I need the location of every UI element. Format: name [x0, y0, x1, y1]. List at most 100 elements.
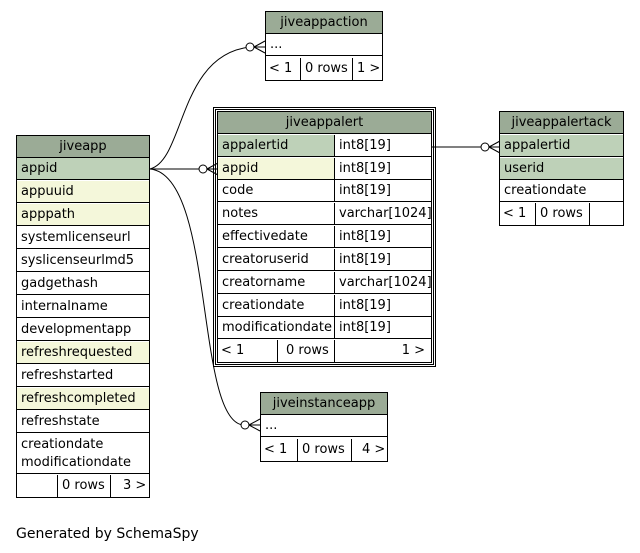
- column-name: ...: [265, 418, 278, 433]
- column-name: refreshcompleted: [21, 391, 136, 406]
- rel-marker-circle: [240, 420, 250, 430]
- column-row: code int8[19]: [218, 180, 431, 202]
- column-name: internalname: [21, 299, 108, 314]
- column-type: int8[19]: [334, 317, 431, 338]
- table-footer: < 1 0 rows 1 >: [266, 58, 382, 80]
- column-row: developmentapp: [17, 319, 149, 341]
- column-name: userid: [504, 161, 545, 176]
- rel-marker-circle: [245, 42, 255, 52]
- column-row: modificationdate int8[19]: [218, 317, 431, 339]
- column-name: appid: [21, 161, 58, 176]
- column-name: appuuid: [21, 184, 74, 199]
- footer-children: 3 >: [110, 475, 149, 497]
- column-row: creationdate: [17, 434, 149, 456]
- rel-jiveapp-jiveinstanceapp: [149, 168, 244, 426]
- footer-row-count: 0 rows: [300, 58, 352, 80]
- column-type: varchar[1024]: [334, 272, 432, 293]
- footer-children: [589, 203, 623, 225]
- column-row: creatoruserid int8[19]: [218, 249, 431, 271]
- column-type: int8[19]: [334, 226, 431, 247]
- column-row: appuuid: [17, 181, 149, 203]
- table-header[interactable]: jiveappalertack: [500, 112, 623, 134]
- footer-row-count: 0 rows: [57, 475, 110, 497]
- column-row: refreshstate: [17, 411, 149, 433]
- footer-row-count: 0 rows: [277, 340, 334, 362]
- footer-row-count: 0 rows: [535, 203, 589, 225]
- footer-children: 1 >: [334, 340, 431, 362]
- column-name: refreshstate: [21, 414, 100, 429]
- column-type: int8[19]: [334, 158, 431, 179]
- table-jiveinstanceapp[interactable]: jiveinstanceapp ... < 1 0 rows 4 >: [260, 392, 388, 462]
- column-name: apppath: [21, 207, 76, 222]
- column-row: userid: [500, 158, 623, 180]
- column-row: systemlicenseurl: [17, 227, 149, 249]
- column-name: creationdate: [21, 437, 104, 452]
- table-jiveappaction[interactable]: jiveappaction ... < 1 0 rows 1 >: [265, 11, 383, 81]
- column-row: notes varchar[1024]: [218, 203, 432, 225]
- column-name: appalertid: [222, 138, 289, 153]
- rel-marker-circle: [198, 164, 208, 174]
- column-name: creatorname: [222, 275, 306, 290]
- generated-by-caption: Generated by SchemaSpy: [16, 526, 199, 542]
- column-type: int8[19]: [334, 295, 431, 316]
- column-row: internalname: [17, 296, 149, 318]
- column-name: gadgethash: [21, 276, 99, 291]
- table-header[interactable]: jiveapp: [17, 136, 149, 158]
- column-name: ...: [270, 37, 283, 52]
- column-row: creationdate: [500, 180, 623, 202]
- column-name: effectivedate: [222, 229, 308, 244]
- column-name: appid: [222, 161, 259, 176]
- table-jiveapp[interactable]: jiveapp appid appuuid apppath systemlice…: [16, 135, 150, 498]
- table-footer: < 1 0 rows 1 >: [218, 340, 431, 362]
- column-row: appalertid: [500, 135, 623, 157]
- table-footer: 0 rows 3 >: [17, 475, 149, 497]
- rel-marker-crowfoot: [253, 40, 266, 54]
- table-name: jiveappalert: [285, 115, 364, 130]
- footer-parents: < 1: [264, 442, 288, 457]
- column-name: modificationdate: [21, 455, 131, 470]
- column-row: appid: [17, 158, 149, 180]
- table-header[interactable]: jiveinstanceapp: [261, 393, 387, 415]
- table-footer: < 1 0 rows: [500, 203, 623, 225]
- table-jiveappalert[interactable]: jiveappalert appalertid int8[19] appid i…: [213, 107, 436, 367]
- column-row: ...: [266, 34, 382, 56]
- column-name: code: [222, 183, 254, 198]
- column-name: syslicenseurlmd5: [21, 253, 135, 268]
- footer-parents: [17, 475, 57, 497]
- column-row: ...: [261, 415, 387, 437]
- column-name: creatoruserid: [222, 252, 309, 267]
- table-header[interactable]: jiveappaction: [266, 12, 382, 34]
- table-name: jiveappaction: [280, 15, 368, 30]
- table-name: jiveinstanceapp: [272, 396, 376, 411]
- column-type: int8[19]: [334, 180, 431, 201]
- table-header[interactable]: jiveappalert: [218, 112, 431, 134]
- column-name: creationdate: [504, 183, 587, 198]
- rel-marker-crowfoot: [248, 418, 261, 432]
- column-name: refreshrequested: [21, 345, 133, 360]
- column-type: int8[19]: [334, 135, 431, 156]
- footer-children: 1 >: [352, 58, 382, 80]
- column-row: refreshcompleted: [17, 388, 149, 410]
- table-jiveappalertack[interactable]: jiveappalertack appalertid userid creati…: [499, 111, 624, 226]
- column-row: creatorname varchar[1024]: [218, 272, 432, 294]
- rel-marker-circle: [480, 142, 490, 152]
- rel-marker-crowfoot: [488, 140, 501, 154]
- column-row: appid int8[19]: [218, 158, 431, 180]
- column-name: creationdate: [222, 298, 305, 313]
- column-row: modificationdate: [17, 452, 149, 474]
- column-name: systemlicenseurl: [21, 230, 131, 245]
- rel-marker-crowfoot: [206, 162, 219, 176]
- column-row: apppath: [17, 204, 149, 226]
- column-name: appalertid: [504, 138, 571, 153]
- column-row: effectivedate int8[19]: [218, 226, 431, 248]
- column-row: gadgethash: [17, 273, 149, 295]
- column-name: modificationdate: [222, 320, 332, 335]
- column-row: appalertid int8[19]: [218, 135, 431, 157]
- rel-jiveapp-jiveappaction: [149, 46, 251, 170]
- table-name: jiveapp: [59, 139, 107, 154]
- table-name: jiveappalertack: [511, 115, 612, 130]
- footer-parents: < 1: [221, 343, 245, 358]
- footer-children: 4 >: [351, 439, 387, 461]
- column-type: int8[19]: [334, 249, 431, 270]
